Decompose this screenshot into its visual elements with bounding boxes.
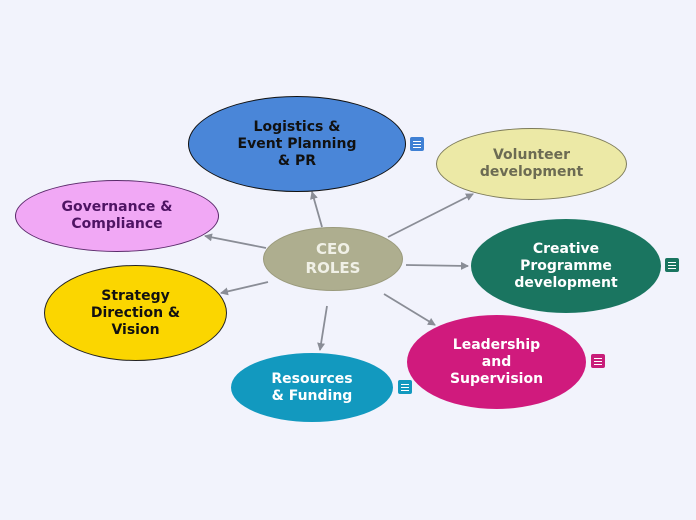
topic-label-governance: Governance & Compliance [61, 199, 173, 232]
topic-node-logistics[interactable]: Logistics & Event Planning & PR [188, 96, 406, 192]
topic-node-strategy[interactable]: Strategy Direction & Vision [44, 265, 227, 361]
notes-icon[interactable] [410, 137, 424, 151]
topic-label-creative: Creative Programme development [514, 240, 618, 291]
topic-label-logistics: Logistics & Event Planning & PR [237, 118, 357, 169]
topic-label-volunteer: Volunteer development [479, 147, 584, 180]
notes-icon[interactable] [591, 354, 605, 368]
central-topic-label: CEO ROLES [305, 240, 361, 277]
connector-arrow [310, 191, 323, 228]
topic-label-strategy: Strategy Direction & Vision [90, 287, 181, 338]
connector-arrow [204, 233, 267, 249]
central-topic-node[interactable]: CEO ROLES [263, 227, 403, 291]
notes-icon[interactable] [665, 258, 679, 272]
topic-node-volunteer[interactable]: Volunteer development [436, 128, 627, 200]
topic-node-resources[interactable]: Resources & Funding [231, 353, 393, 422]
topic-node-creative[interactable]: Creative Programme development [471, 219, 661, 313]
connector-arrow [387, 193, 474, 238]
connector-arrow [317, 305, 328, 351]
topic-node-leadership[interactable]: Leadership and Supervision [407, 315, 586, 409]
connector-arrow [383, 293, 436, 326]
topic-label-leadership: Leadership and Supervision [449, 336, 544, 387]
connector-arrow [220, 281, 269, 296]
notes-icon[interactable] [398, 380, 412, 394]
connector-arrow [405, 261, 469, 270]
topic-node-governance[interactable]: Governance & Compliance [15, 180, 219, 252]
connectors [204, 191, 474, 351]
topic-label-resources: Resources & Funding [271, 370, 353, 404]
